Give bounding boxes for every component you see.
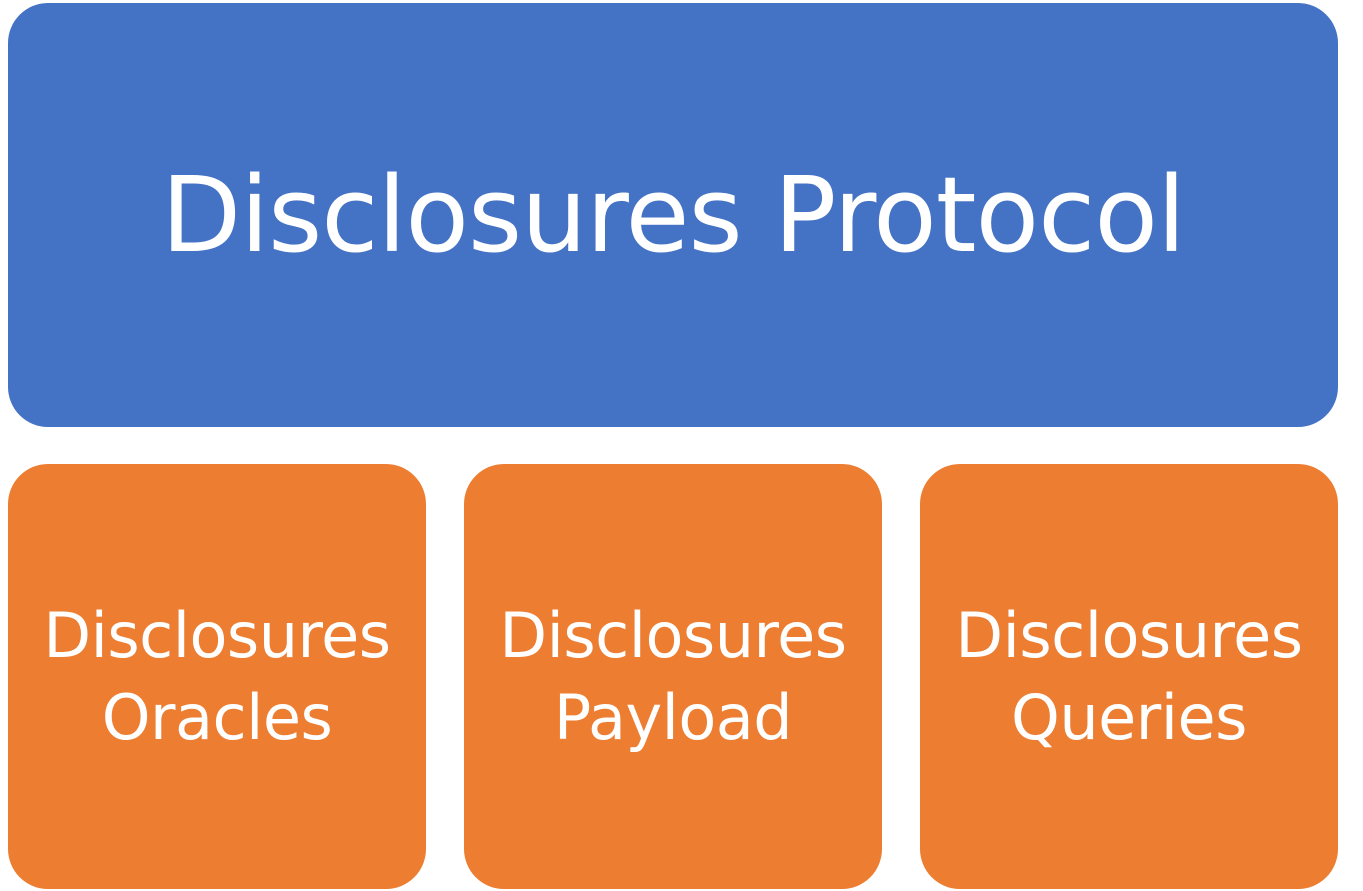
disclosures-queries-line2: Queries bbox=[1011, 680, 1247, 754]
disclosures-payload-line1: Disclosures bbox=[499, 598, 847, 672]
disclosures-queries-line1: Disclosures bbox=[955, 598, 1303, 672]
disclosures-payload-box: Disclosures Payload bbox=[464, 464, 882, 889]
disclosures-queries-box: Disclosures Queries bbox=[920, 464, 1338, 889]
disclosures-payload-line2: Payload bbox=[553, 680, 793, 754]
disclosures-protocol-box: Disclosures Protocol bbox=[8, 3, 1338, 427]
disclosures-oracles-line2: Oracles bbox=[101, 680, 333, 754]
disclosures-protocol-label: Disclosures Protocol bbox=[161, 154, 1186, 276]
disclosures-oracles-box: Disclosures Oracles bbox=[8, 464, 426, 889]
disclosures-queries-label: Disclosures Queries bbox=[955, 595, 1303, 759]
disclosures-payload-label: Disclosures Payload bbox=[499, 595, 847, 759]
disclosures-oracles-line1: Disclosures bbox=[43, 598, 391, 672]
disclosures-oracles-label: Disclosures Oracles bbox=[43, 595, 391, 759]
